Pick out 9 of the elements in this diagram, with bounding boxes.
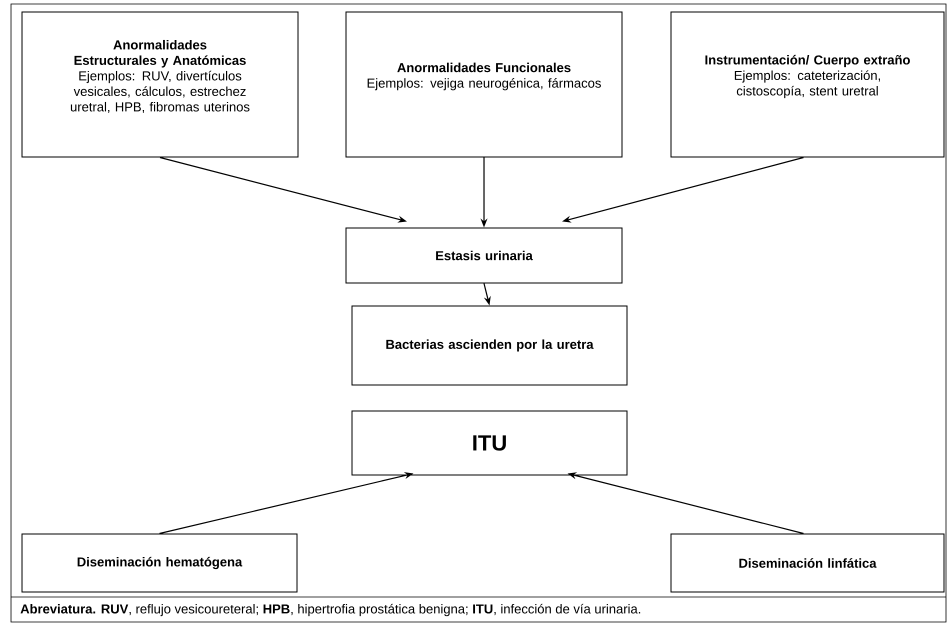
- process-box: Estasis urinaria: [346, 228, 622, 284]
- process-box: Diseminación hematógena: [22, 534, 298, 592]
- caption: Abreviatura. RUV, reflujo vesicoureteral; HPB, hipertrofia prostática benigna; ITU, infección de vía urinaria.: [20, 604, 640, 616]
- process-box: ITU: [352, 410, 628, 476]
- process-box: Anormalidades Funcionales Ejemplos: vejiga neurogénica, fármacos: [346, 12, 622, 158]
- process-box: Instrumentación/ Cuerpo extraño Ejemplos: cateterización, cistoscopía, stent uretral: [670, 12, 944, 158]
- process-box: Bacterias ascienden por la uretra: [352, 306, 628, 386]
- process-box: Diseminación linfática: [670, 534, 944, 592]
- process-box: Anormalidades Estructurales y Anatómicas Ejemplos: RUV, divertículos vesicales, cálculos, estrechez uretral, HPB, fibromas uterinos: [22, 12, 298, 158]
